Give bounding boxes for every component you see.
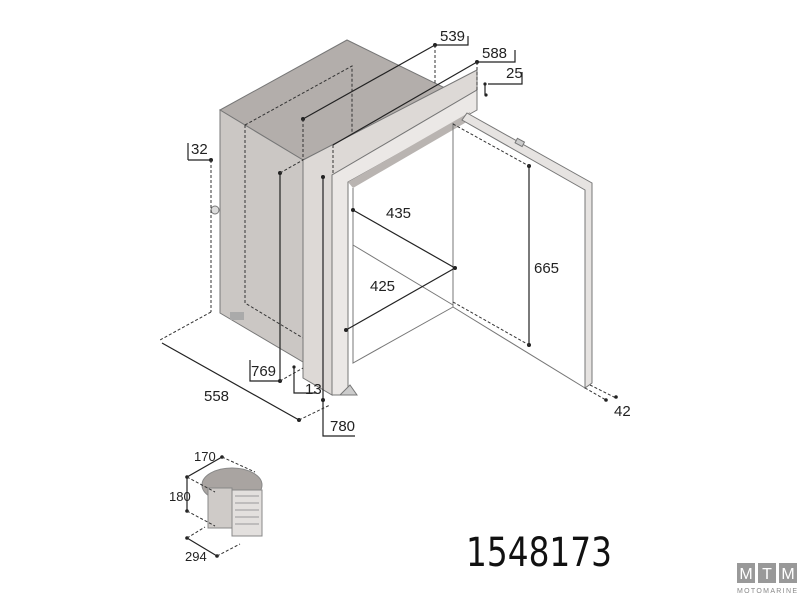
- dim-294: 294: [185, 549, 207, 564]
- open-door: [452, 112, 593, 389]
- cabinet-foot: [230, 312, 244, 320]
- svg-text:T: T: [762, 566, 772, 583]
- cooling-unit: [185, 455, 263, 558]
- dim-769: 769: [251, 363, 276, 380]
- svg-text:MOTOMARINE: MOTOMARINE: [737, 588, 797, 595]
- dim-558: 558: [204, 388, 229, 405]
- dim-42: 42: [614, 403, 631, 420]
- dim-13: 13: [305, 381, 322, 398]
- dim-32: 32: [191, 141, 208, 158]
- dim-435: 435: [386, 205, 411, 222]
- dim-539: 539: [440, 28, 465, 45]
- dim-780: 780: [330, 418, 355, 435]
- side-fitting: [210, 205, 220, 215]
- svg-text:M: M: [739, 566, 752, 583]
- product-code: 1548173: [466, 530, 612, 576]
- dim-665: 665: [534, 260, 559, 277]
- dimension-lines: [159, 36, 618, 437]
- dim-425: 425: [370, 278, 395, 295]
- dimension-labels: 539 588 25 32 435 665 425 769 13 558 780…: [169, 28, 631, 576]
- dim-170: 170: [194, 449, 216, 464]
- dim-25: 25: [506, 65, 523, 82]
- svg-text:M: M: [781, 566, 794, 583]
- motomarine-logo: M T M MOTOMARINE: [737, 563, 797, 595]
- fridge-cabinet: [210, 39, 447, 363]
- dim-180: 180: [169, 489, 191, 504]
- dim-588: 588: [482, 45, 507, 62]
